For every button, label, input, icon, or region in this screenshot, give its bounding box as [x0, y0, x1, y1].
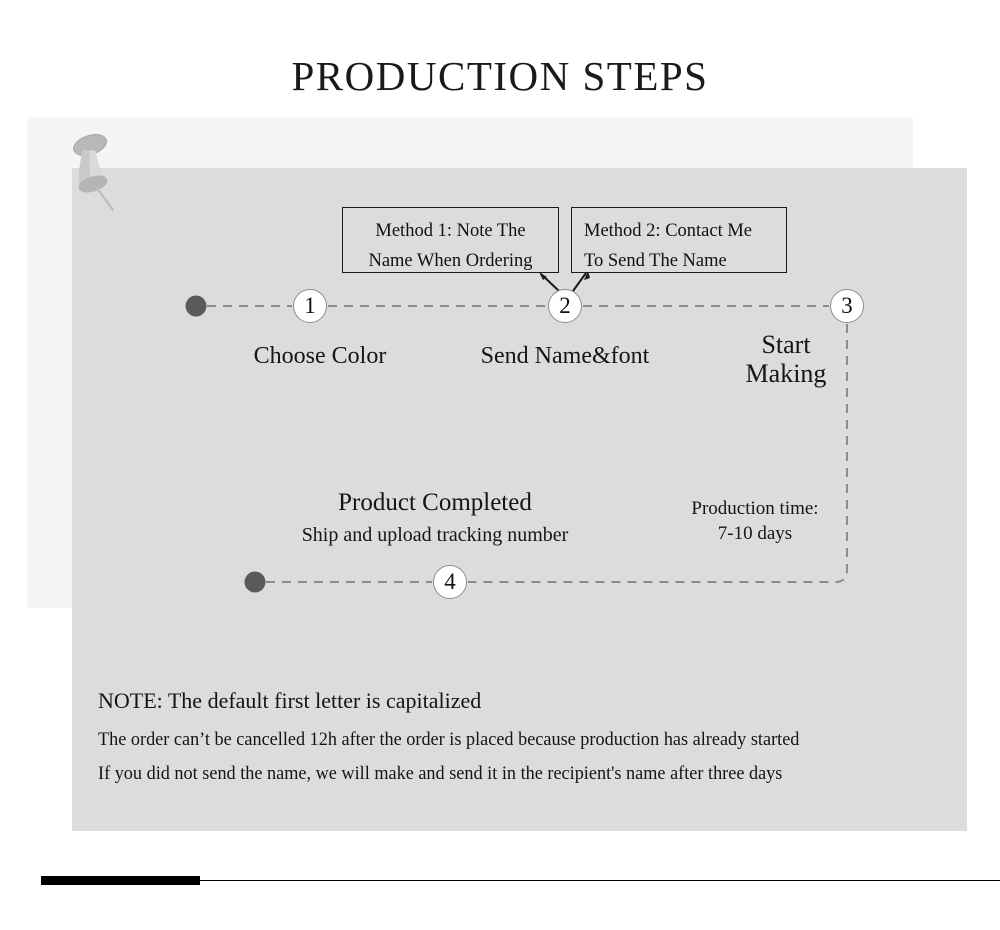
step-label-product-completed: Product Completed [338, 489, 532, 516]
step-circle-1: 1 [293, 289, 327, 323]
note-line-1: The order can’t be cancelled 12h after t… [98, 730, 800, 750]
method-box-1-line2: Name When Ordering [368, 251, 533, 271]
step-label-start-making: Start Making [696, 330, 876, 388]
method-box-2-line2: To Send The Name [584, 251, 727, 271]
step-circle-2: 2 [548, 289, 582, 323]
method-box-2: Method 2: Contact Me To Send The Name [571, 207, 787, 273]
note-line-2: If you did not send the name, we will ma… [98, 764, 783, 784]
production-time-line1: Production time: [691, 498, 819, 519]
method-box-1: Method 1: Note The Name When Ordering [342, 207, 559, 273]
step-sublabel-shipping: Ship and upload tracking number [301, 524, 569, 546]
step-label-send-name: Send Name&font [480, 343, 650, 369]
step-label-start-making-line2: Making [745, 359, 827, 388]
note-title: NOTE: The default first letter is capita… [98, 688, 482, 713]
step-circle-3: 3 [830, 289, 864, 323]
method-box-1-line1: Method 1: Note The [375, 221, 526, 241]
production-time-line2: 7-10 days [717, 523, 793, 544]
step-label-start-making-line1: Start [761, 330, 811, 359]
page-title: PRODUCTION STEPS [291, 53, 709, 99]
pushpin-icon [66, 131, 132, 213]
step-label-choose-color: Choose Color [253, 343, 387, 369]
step-circle-4: 4 [433, 565, 467, 599]
method-box-2-line1: Method 2: Contact Me [584, 221, 753, 241]
footer-bar [41, 876, 200, 885]
footer-rule [200, 880, 1000, 882]
production-time: Production time: 7-10 days [660, 496, 850, 546]
